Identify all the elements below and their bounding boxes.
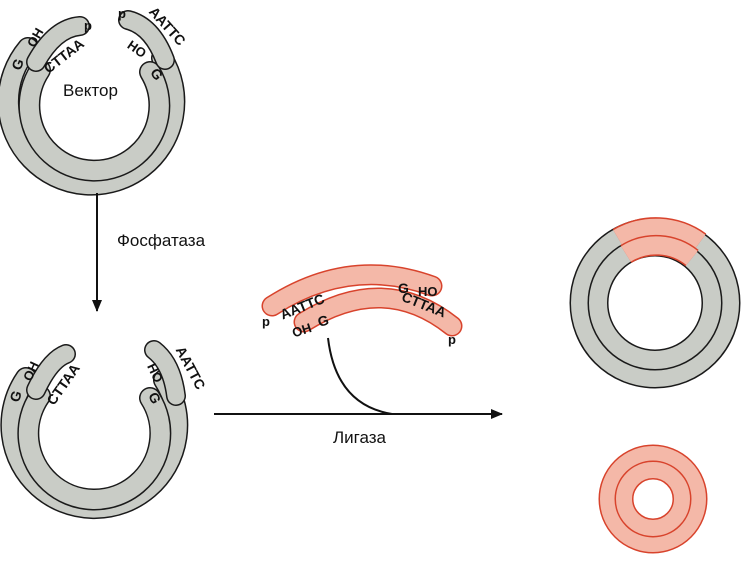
phosphatase-label: Фосфатаза (117, 231, 206, 250)
recombinant-plasmid (580, 228, 730, 378)
insert-fragment: p AATTC G HO OH G CTTAA p (262, 275, 456, 347)
insert-joining-curve (328, 338, 392, 414)
vector-left-p: p (84, 18, 92, 33)
insert-p-right: p (448, 332, 456, 347)
vector-dephosphorylated: G OH CTTAA AATTC HO G (6, 344, 208, 509)
vector-plasmid-open: G OH CTTAA p p AATTC HO G Вектор (8, 3, 189, 184)
vector-label: Вектор (63, 81, 118, 100)
insert-p-left: p (262, 314, 270, 329)
ligase-label: Лигаза (333, 428, 387, 447)
vector-right-p: p (118, 6, 126, 21)
insert-circle (608, 454, 698, 544)
